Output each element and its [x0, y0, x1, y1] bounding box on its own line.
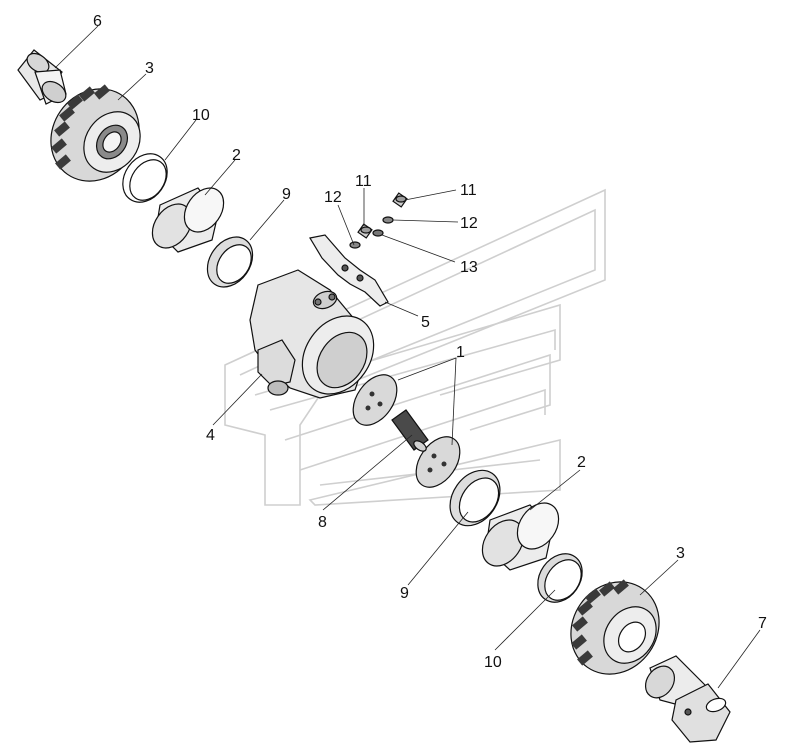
part-12-washer-right — [382, 216, 394, 224]
part-10-ring-bottom — [537, 553, 583, 603]
part-9-ring-top — [206, 236, 254, 288]
part-5-bracket — [309, 234, 389, 307]
label-12-left: 12 — [324, 189, 342, 206]
part-13-washer — [372, 229, 384, 237]
label-5: 5 — [421, 314, 430, 331]
label-11-left: 11 — [355, 173, 372, 190]
part-10-ring-top — [122, 153, 168, 203]
label-13: 13 — [460, 259, 478, 276]
label-3-bottom: 3 — [676, 545, 685, 562]
part-3-wheel-top — [50, 84, 141, 182]
part-11-screw-right — [392, 192, 408, 208]
part-2-cylinder-top — [151, 187, 225, 253]
part-11-screw-left — [357, 223, 373, 239]
callout-labels: 6 3 10 2 9 12 11 11 12 13 5 1 4 8 2 9 3 … — [93, 13, 767, 671]
part-12-washer-left — [349, 241, 361, 249]
part-8-shaft — [391, 409, 429, 452]
part-6-end-fitting — [17, 49, 67, 105]
label-6: 6 — [93, 13, 102, 30]
label-11-right: 11 — [460, 182, 477, 199]
label-12-right: 12 — [460, 215, 478, 232]
label-10-top: 10 — [192, 107, 210, 124]
label-10-bottom: 10 — [484, 654, 502, 671]
label-7: 7 — [758, 615, 767, 632]
label-3-top: 3 — [145, 60, 154, 77]
part-1-disc-upper — [352, 374, 398, 426]
part-9-ring-bottom — [449, 469, 501, 527]
label-9-top: 9 — [282, 186, 291, 203]
leader-lines — [54, 25, 761, 689]
part-2-cylinder-bottom — [481, 502, 560, 571]
label-8: 8 — [318, 514, 327, 531]
part-7-end-fitting — [644, 655, 731, 743]
label-1: 1 — [456, 344, 465, 361]
part-4-housing — [249, 269, 375, 399]
label-2-bottom: 2 — [577, 454, 586, 471]
label-9-bottom: 9 — [400, 585, 409, 602]
part-3-wheel-bottom — [570, 579, 660, 675]
label-2-top: 2 — [232, 147, 241, 164]
label-4: 4 — [206, 427, 215, 444]
